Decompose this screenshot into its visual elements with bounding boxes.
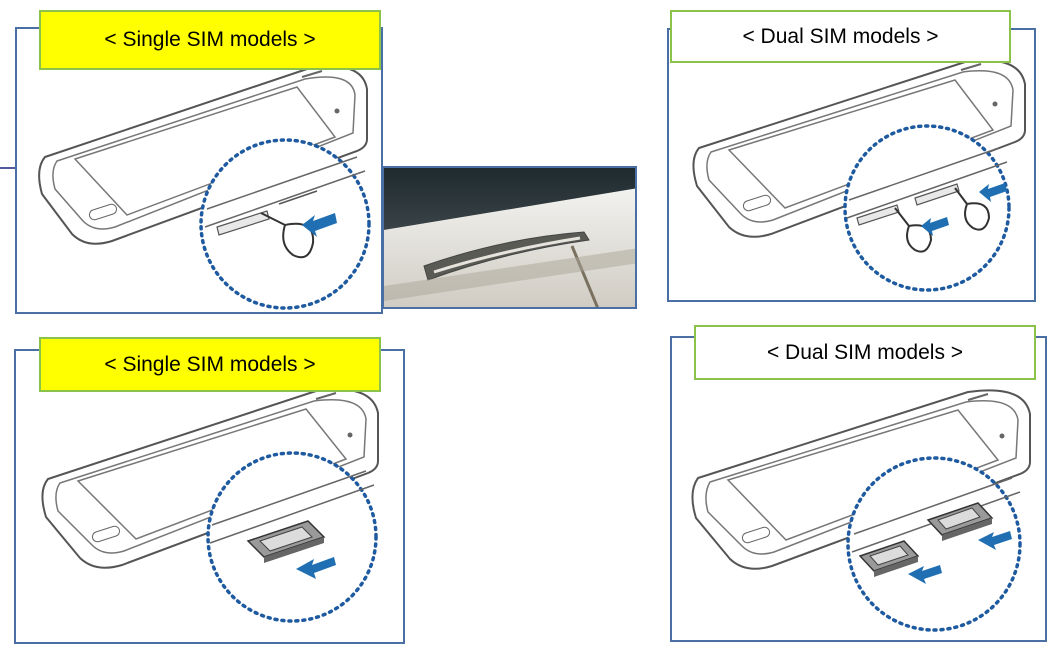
- photo-drawing: [384, 168, 635, 307]
- tray-closeup-photo: [382, 166, 637, 309]
- single-sim-label-top: < Single SIM models >: [39, 10, 381, 70]
- single-sim-insert-panel: [15, 27, 383, 314]
- phone-illustration: [38, 65, 371, 310]
- single-sim-label-bottom: < Single SIM models >: [39, 337, 381, 392]
- phone-illustration: [691, 389, 1031, 632]
- phone-illustration: [692, 59, 1026, 292]
- dual-sim-tray-panel: [670, 336, 1047, 642]
- dual-sim-label-bottom: < Dual SIM models >: [694, 325, 1036, 380]
- single-sim-tray-panel: [14, 349, 405, 644]
- phone-illustration: [41, 388, 379, 623]
- dual-sim-insert-panel: [667, 28, 1036, 302]
- dual-sim-label-top: < Dual SIM models >: [670, 10, 1011, 63]
